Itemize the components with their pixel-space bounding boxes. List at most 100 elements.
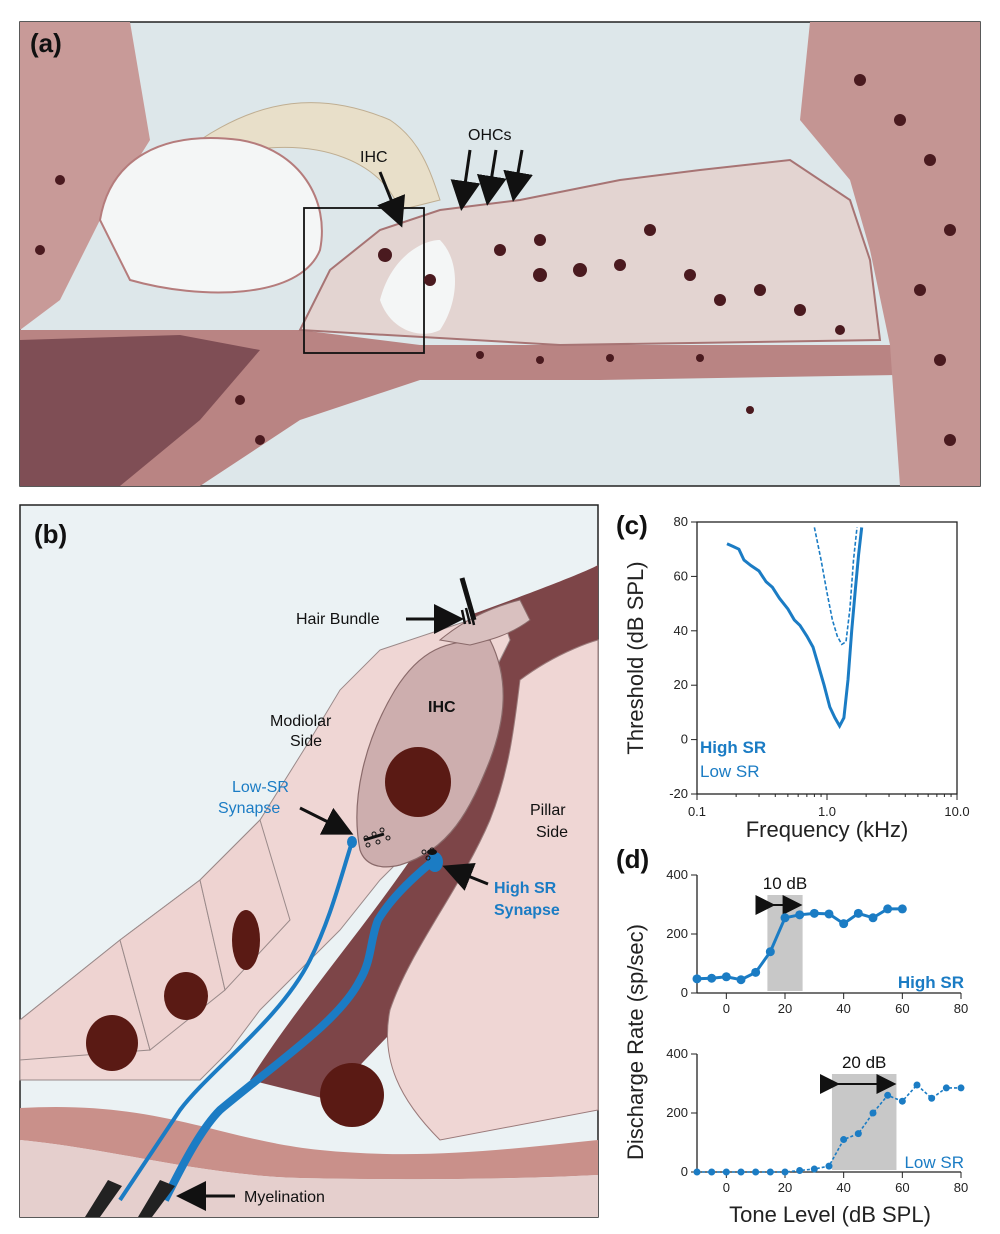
d2-series-label: Low SR (904, 1153, 964, 1172)
pillar-nucleus (320, 1063, 384, 1127)
d-data-point (766, 1168, 774, 1176)
c-ytick-label: 40 (674, 623, 688, 638)
d-data-point (692, 974, 702, 984)
d-data-point (708, 1168, 716, 1176)
low-sr-fiber (118, 841, 354, 1202)
d-xtick-label: 60 (895, 1001, 909, 1016)
d-data-point (883, 904, 893, 914)
panel-a-micrograph: IHC OHCs (a) (19, 21, 981, 487)
d-data-point (840, 1136, 848, 1144)
pillar-side-line2: Side (536, 824, 568, 841)
d-ytick-label: 400 (666, 867, 688, 882)
c-xtick-label: 1.0 (818, 804, 836, 819)
high-sr-synapse-line2: Synapse (494, 902, 560, 919)
d-xtick-label: 60 (895, 1180, 909, 1195)
d-data-point (751, 967, 761, 977)
supporting-nucleus (232, 910, 260, 970)
d-ytick-label: 200 (666, 926, 688, 941)
supporting-nucleus (86, 1015, 138, 1071)
d-xtick-label: 0 (723, 1180, 730, 1195)
d-ytick-label: 200 (666, 1105, 688, 1120)
high-sr-synapse-line1: High SR (494, 880, 557, 897)
d-data-point (868, 913, 878, 923)
panel-d-charts: (d) Discharge Rate (sp/sec) Tone Level (… (616, 844, 968, 1227)
high-sr-fiber (161, 858, 435, 1202)
low-sr-synapse-line1: Low-SR (232, 779, 289, 796)
panel-d-ylabel: Discharge Rate (sp/sec) (623, 924, 648, 1160)
d-data-point (796, 1167, 804, 1175)
c-ytick-label: 20 (674, 677, 688, 692)
d-data-point (957, 1084, 965, 1092)
modiolar-side-line1: Modiolar (270, 713, 332, 730)
modiolar-side-line2: Side (290, 733, 322, 750)
d-data-point (839, 919, 849, 929)
ihc-label: IHC (428, 699, 456, 716)
c-ytick-label: 60 (674, 568, 688, 583)
d-data-point (780, 913, 790, 923)
d-ytick-label: 400 (666, 1046, 688, 1061)
panel-d-xlabel: Tone Level (dB SPL) (729, 1202, 931, 1227)
c-ytick-label: 80 (674, 514, 688, 529)
pillar-side-line1: Pillar (530, 802, 566, 819)
d-xtick-label: 20 (778, 1001, 792, 1016)
d-xtick-label: 0 (723, 1001, 730, 1016)
d-data-point (736, 975, 746, 985)
c-series-low-sr (813, 527, 858, 646)
c-xtick-label: 0.1 (688, 804, 706, 819)
panel-c-xlabel: Frequency (kHz) (746, 817, 909, 842)
d-xtick-label: 20 (778, 1180, 792, 1195)
d-xtick-label: 80 (954, 1180, 968, 1195)
c-ytick-label: 0 (681, 732, 688, 747)
d-data-point (913, 1081, 921, 1089)
panel-d-label: (d) (616, 844, 649, 874)
d-xtick-label: 40 (836, 1180, 850, 1195)
d-data-point (693, 1168, 701, 1176)
d-xtick-label: 80 (954, 1001, 968, 1016)
d-data-point (781, 1168, 789, 1176)
supporting-nucleus (164, 972, 208, 1020)
d-data-point (898, 1097, 906, 1105)
d-data-point (752, 1168, 760, 1176)
panel-c-chart: (c) Threshold (dB SPL) Frequency (kHz) -… (616, 510, 970, 842)
d-ytick-label: 0 (681, 1164, 688, 1179)
d-data-point (722, 1168, 730, 1176)
d-data-point (824, 909, 834, 919)
panel-c-label: (c) (616, 510, 648, 540)
d-ytick-label: 0 (681, 985, 688, 1000)
c-ytick-label: -20 (669, 786, 688, 801)
d1-series-label: High SR (898, 973, 964, 992)
legend-high-sr: High SR (700, 738, 766, 757)
d-data-point (707, 973, 717, 983)
c-series-high-sr (726, 527, 864, 730)
d-data-point (942, 1084, 950, 1092)
panel-c-ylabel: Threshold (dB SPL) (623, 561, 648, 754)
d-data-point (869, 1109, 877, 1117)
panel-b-schematic: (b) Hair Bundle IHC Modiolar Side Pillar… (19, 504, 599, 1218)
low-sr-synapse-line2: Synapse (218, 800, 280, 817)
d-data-point (928, 1094, 936, 1102)
hair-bundle-label: Hair Bundle (296, 611, 380, 628)
d-data-point (884, 1091, 892, 1099)
panel-a-ihc-label: IHC (360, 149, 388, 166)
c-xtick-label: 10.0 (944, 804, 969, 819)
legend-low-sr: Low SR (700, 762, 760, 781)
d-data-point (809, 908, 819, 918)
d-range-label: 20 dB (842, 1053, 886, 1072)
d-data-point (825, 1162, 833, 1170)
d-data-point (810, 1165, 818, 1173)
ihc-nucleus (385, 747, 451, 817)
d-data-point (795, 910, 805, 920)
d-range-band (831, 1074, 897, 1170)
d-data-point (721, 972, 731, 982)
myelination-label: Myelination (244, 1189, 325, 1206)
d-xtick-label: 40 (836, 1001, 850, 1016)
panel-b-label: (b) (34, 519, 67, 549)
d-data-point (737, 1168, 745, 1176)
d-data-point (765, 947, 775, 957)
panel-a-label: (a) (30, 28, 62, 58)
d-data-point (897, 904, 907, 914)
d-data-point (854, 1130, 862, 1138)
d-range-label: 10 dB (763, 874, 807, 893)
d-data-point (853, 908, 863, 918)
